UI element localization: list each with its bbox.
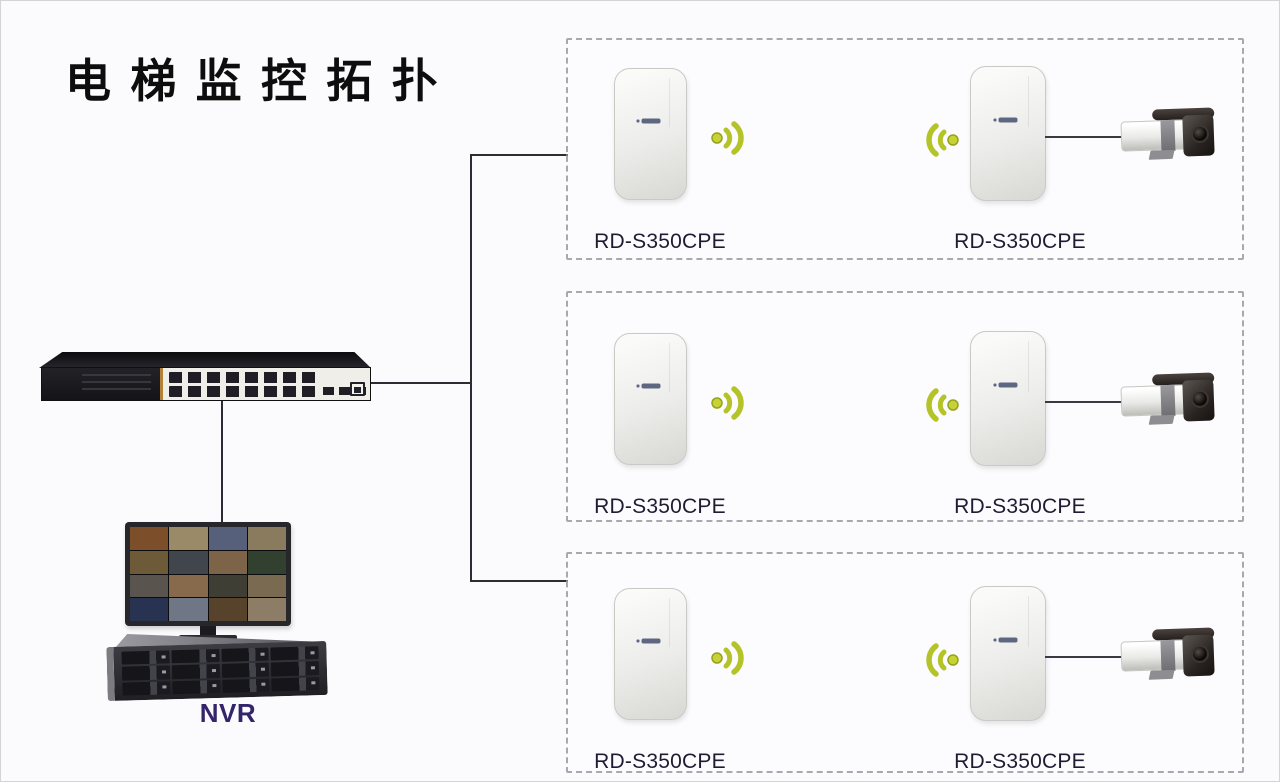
drive-bay <box>220 647 269 663</box>
connector-switch-to-nvr <box>221 401 223 525</box>
group-content: RD-S350CPE RD-S350CPE <box>568 560 1242 773</box>
camera-feed-cell <box>208 550 247 574</box>
camera-feed-cell <box>208 598 247 621</box>
page-title: 电梯监控拓扑 <box>65 55 457 107</box>
wifi-signal-left-icon <box>926 643 959 677</box>
wireless-link-group-3: RD-S350CPE RD-S350CPE <box>566 552 1244 773</box>
cpe-label: RD-S350CPE <box>954 230 1086 253</box>
monitor-bezel <box>125 522 291 626</box>
cpe-brand-logo <box>636 383 660 389</box>
bullet-camera <box>1120 106 1218 167</box>
cpe-label: RD-S350CPE <box>954 495 1086 518</box>
switch-ports-row-bottom <box>169 386 320 397</box>
camera-midband <box>1160 119 1176 152</box>
cpe-device-left <box>614 68 687 200</box>
poe-switch <box>39 352 371 401</box>
cpe-device-right <box>970 66 1046 201</box>
cpe-brand-logo <box>636 638 660 644</box>
camera-feed-cell <box>130 574 169 598</box>
cpe-label: RD-S350CPE <box>594 750 726 773</box>
switch-front-panel <box>41 367 371 401</box>
camera-feed-cell <box>169 527 208 550</box>
wifi-signal-left-icon <box>926 123 959 157</box>
bullet-camera <box>1120 371 1218 432</box>
wifi-signal-left-icon <box>926 388 959 422</box>
camera-feed-cell <box>130 527 169 550</box>
connector-branch-top <box>470 154 568 156</box>
nvr-monitor <box>125 522 291 644</box>
camera-feed-cell <box>130 550 169 574</box>
drive-bays <box>121 646 320 696</box>
switch-status-section <box>42 368 161 400</box>
wifi-signal-right-icon <box>711 641 744 675</box>
cpe-label: RD-S350CPE <box>594 230 726 253</box>
switch-uplink-ports <box>323 387 368 395</box>
drive-bay <box>172 679 221 695</box>
rj45-port-icon <box>350 382 365 396</box>
camera-cable <box>1045 656 1141 658</box>
camera-feed-cell <box>208 574 247 598</box>
switch-port-section <box>160 368 370 400</box>
drive-bay <box>271 676 320 692</box>
camera-feed-cell <box>169 550 208 574</box>
camera-feed-cell <box>130 598 169 621</box>
camera-cable <box>1045 136 1141 138</box>
switch-ports-row-top <box>169 372 320 383</box>
connector-trunk-vertical <box>470 154 472 582</box>
rack-front-face <box>106 640 328 702</box>
drive-bay <box>271 661 320 677</box>
camera-midband <box>1160 639 1176 672</box>
group-content: RD-S350CPE RD-S350CPE <box>568 40 1242 258</box>
camera-cable <box>1045 401 1141 403</box>
wireless-link-group-1: RD-S350CPE RD-S350CPE <box>566 38 1244 260</box>
camera-mount <box>1148 669 1175 680</box>
nvr-storage <box>106 634 328 702</box>
connector-switch-to-trunk <box>371 382 472 384</box>
nvr-label: NVR <box>199 698 257 728</box>
wireless-link-group-2: RD-S350CPE RD-S350CPE <box>566 291 1244 522</box>
wifi-signal-right-icon <box>711 386 744 420</box>
camera-feed-cell <box>169 598 208 621</box>
drive-bay <box>121 665 170 681</box>
camera-mount <box>1148 414 1175 425</box>
drive-bay <box>221 662 270 678</box>
drive-bay <box>122 680 171 696</box>
switch-top-cover <box>39 352 371 368</box>
cpe-device-left <box>614 588 687 720</box>
cpe-brand-logo <box>636 118 660 124</box>
cpe-brand-logo <box>993 117 1018 123</box>
drive-bay <box>270 646 319 661</box>
camera-mount <box>1148 149 1175 160</box>
monitor-stand-neck <box>200 626 216 635</box>
cpe-device-left <box>614 333 687 465</box>
cpe-brand-logo <box>993 382 1018 388</box>
connector-branch-bottom <box>470 580 568 582</box>
cpe-device-right <box>970 331 1046 466</box>
camera-feed-cell <box>247 574 286 598</box>
drive-bay <box>221 678 270 693</box>
surveillance-grid-screen <box>130 527 286 621</box>
group-content: RD-S350CPE RD-S350CPE <box>568 305 1242 520</box>
drive-bay <box>121 650 170 665</box>
cpe-label: RD-S350CPE <box>954 750 1086 773</box>
camera-feed-cell <box>169 574 208 598</box>
camera-midband <box>1160 384 1176 417</box>
camera-feed-cell <box>247 598 286 621</box>
cpe-brand-logo <box>993 637 1018 643</box>
drive-bay <box>171 664 220 679</box>
camera-feed-cell <box>208 527 247 550</box>
drive-bay <box>171 648 220 664</box>
cpe-label: RD-S350CPE <box>594 495 726 518</box>
cpe-device-right <box>970 586 1046 721</box>
bullet-camera <box>1120 626 1218 687</box>
camera-feed-cell <box>247 550 286 574</box>
camera-feed-cell <box>247 527 286 550</box>
wifi-signal-right-icon <box>711 121 744 155</box>
